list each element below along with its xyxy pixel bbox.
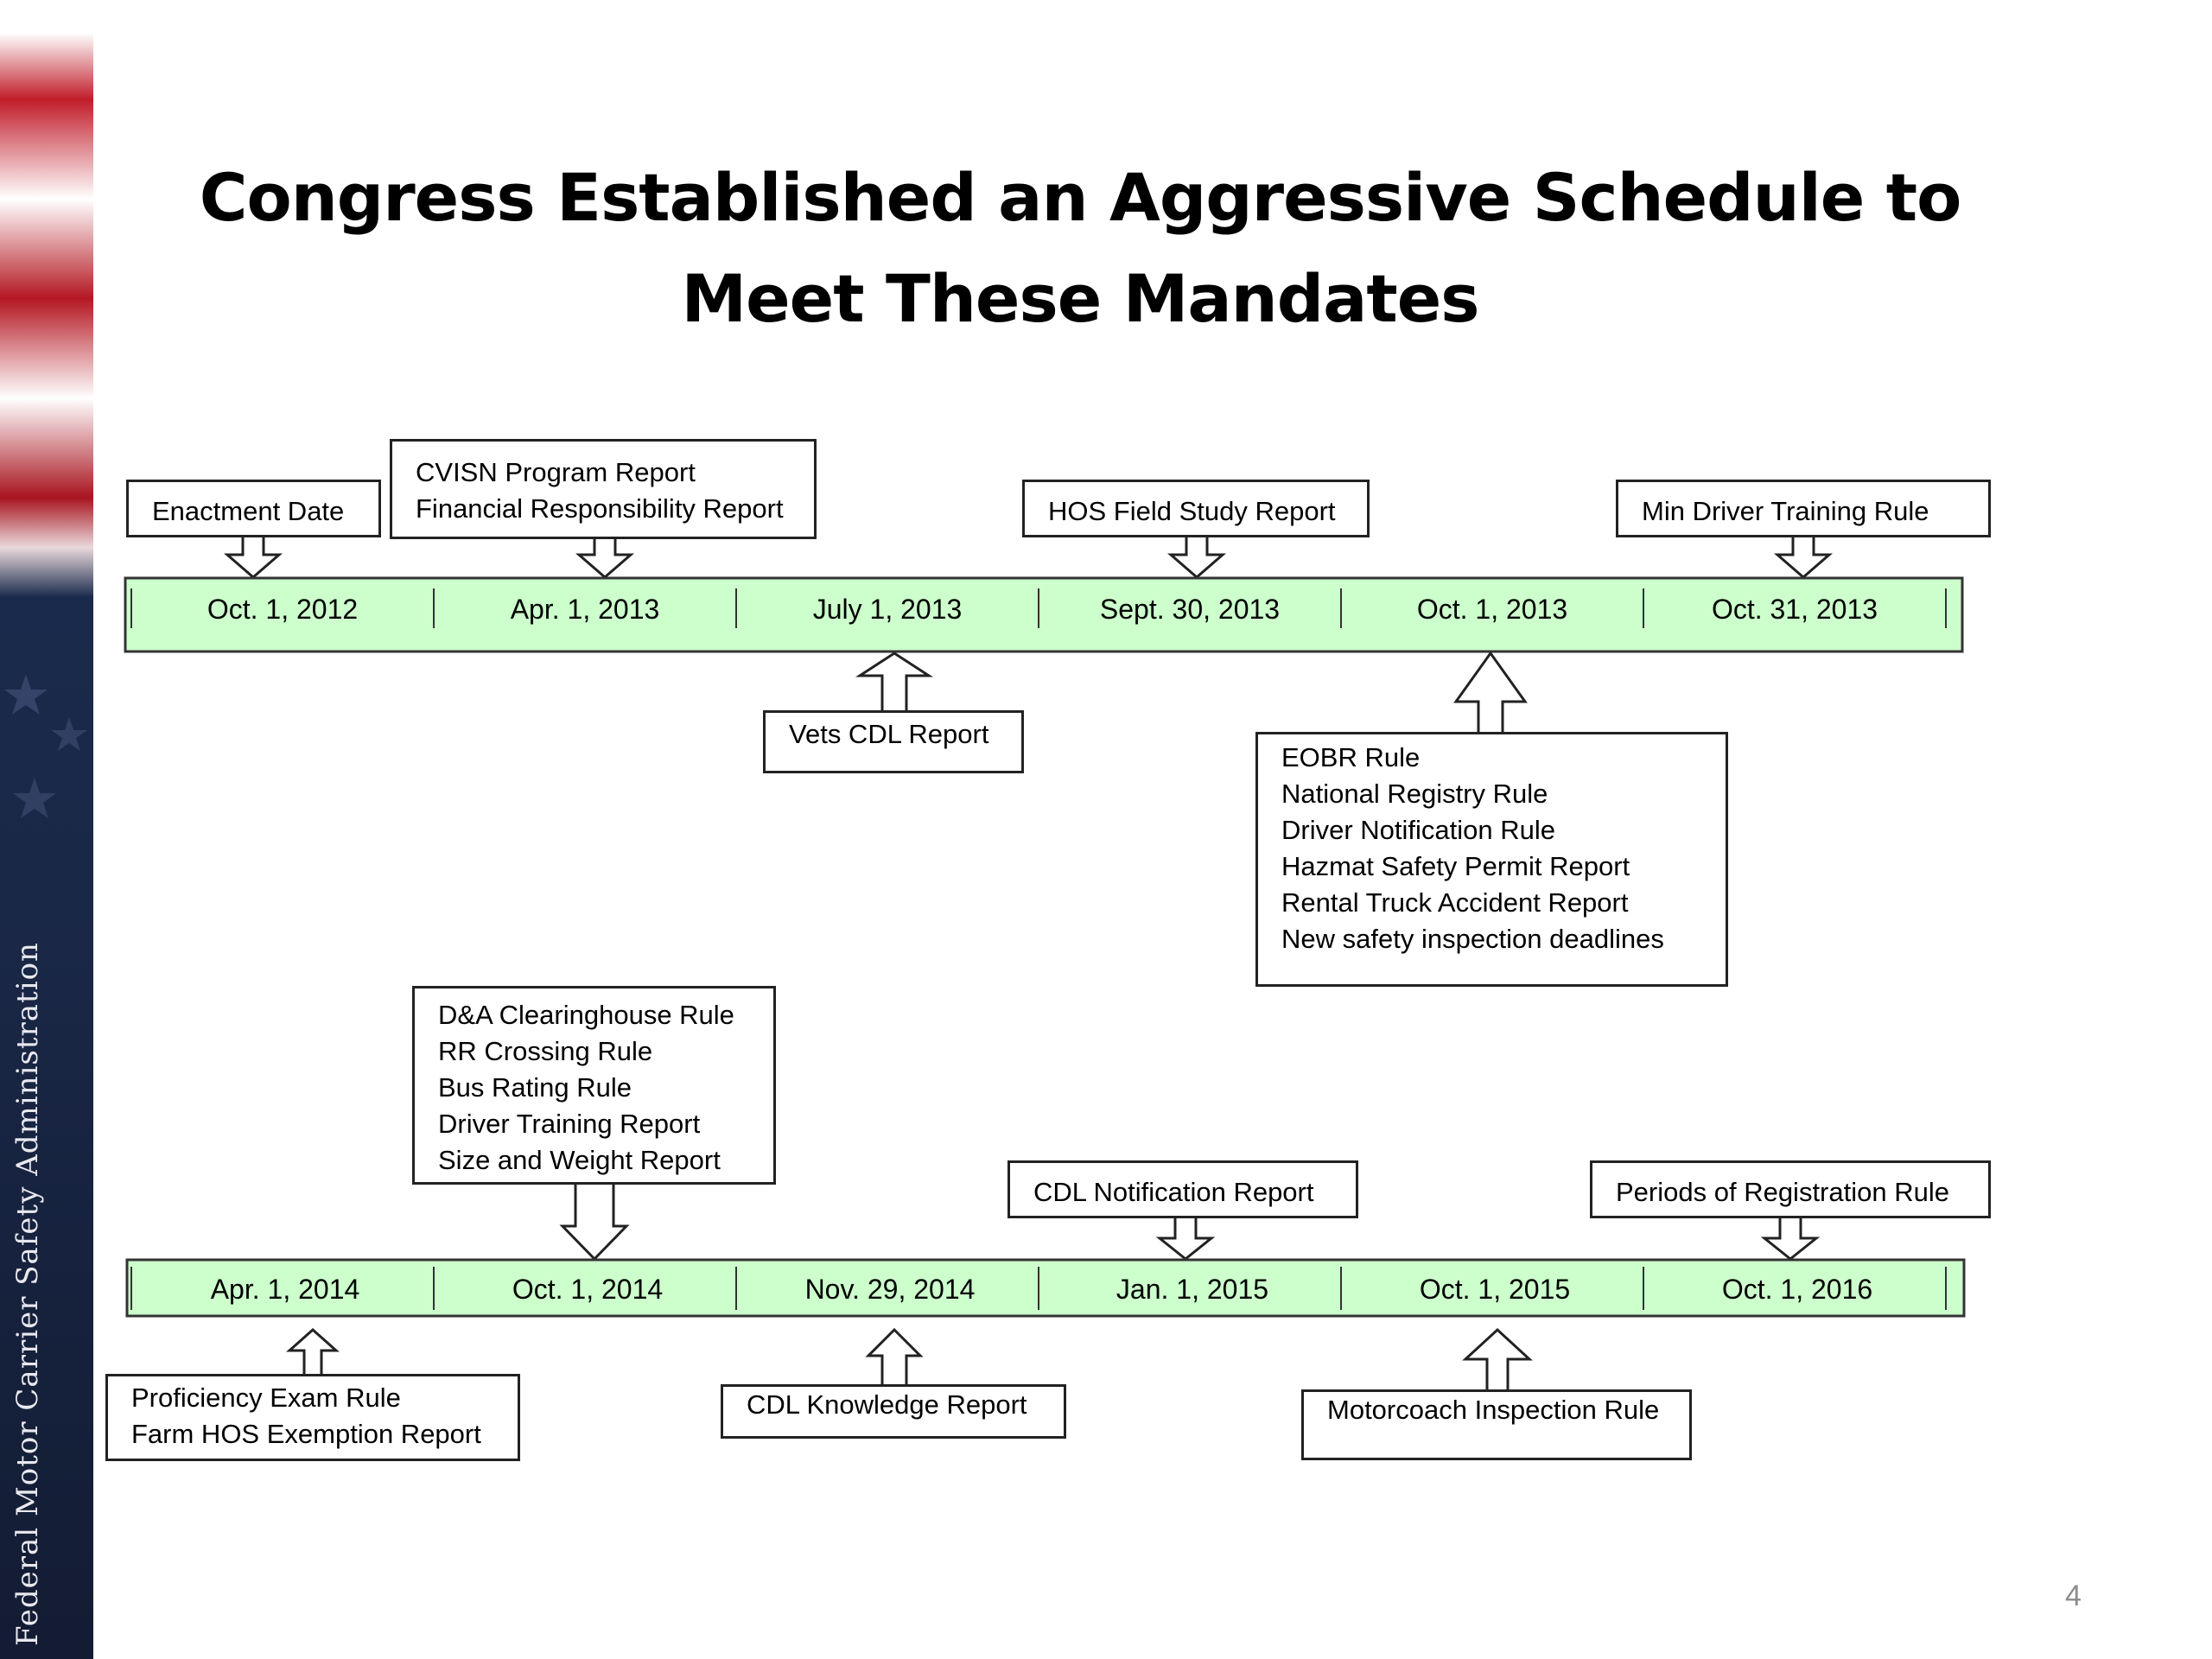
callout-item: Bus Rating Rule bbox=[438, 1072, 632, 1103]
callout-item: CDL Knowledge Report bbox=[747, 1389, 1027, 1420]
timeline-2-date-4: Jan. 1, 2015 bbox=[1116, 1274, 1269, 1305]
flag-stars-decoration bbox=[4, 674, 87, 818]
callout-item: New safety inspection deadlines bbox=[1281, 924, 1664, 954]
callout-item: HOS Field Study Report bbox=[1048, 496, 1336, 526]
timeline-1-date-6: Oct. 31, 2013 bbox=[1711, 594, 1878, 625]
callout-arrow bbox=[1155, 1215, 1216, 1261]
timeline-2-date-6: Oct. 1, 2016 bbox=[1721, 1274, 1873, 1305]
callout-min-driver-training: Min Driver Training Rule bbox=[1616, 480, 1991, 537]
callout-item: D&A Clearinghouse Rule bbox=[438, 1000, 734, 1030]
callout-item: CDL Notification Report bbox=[1033, 1177, 1314, 1207]
callout-periods-of-registration: Periods of Registration Rule bbox=[1590, 1160, 1991, 1218]
callout-apr-2013: CVISN Program Report Financial Responsib… bbox=[390, 439, 817, 539]
callout-item: Size and Weight Report bbox=[438, 1145, 721, 1175]
page-number: 4 bbox=[2065, 1580, 2082, 1612]
timeline-1-date-2: Apr. 1, 2013 bbox=[510, 594, 660, 625]
callout-arrow bbox=[1773, 534, 1834, 579]
callout-arrow bbox=[865, 1327, 924, 1388]
timeline-2-date-5: Oct. 1, 2015 bbox=[1419, 1274, 1571, 1305]
callout-arrow bbox=[1462, 1327, 1533, 1393]
callout-item: Enactment Date bbox=[152, 496, 345, 526]
callout-item: Driver Notification Rule bbox=[1281, 815, 1555, 845]
callout-item: Vets CDL Report bbox=[789, 719, 989, 749]
callout-item: Proficiency Exam Rule bbox=[131, 1382, 401, 1413]
timeline-1-date-1: Oct. 1, 2012 bbox=[207, 594, 359, 625]
callout-item: Rental Truck Accident Report bbox=[1281, 887, 1629, 918]
callout-item: EOBR Rule bbox=[1281, 742, 1421, 772]
callout-arrow bbox=[1760, 1215, 1821, 1261]
callout-item: Min Driver Training Rule bbox=[1642, 496, 1929, 526]
callout-arrow bbox=[286, 1327, 340, 1377]
callout-arrows bbox=[223, 534, 1834, 1393]
callout-item: Driver Training Report bbox=[438, 1109, 701, 1139]
callout-oct-2014: D&A Clearinghouse Rule RR Crossing Rule … bbox=[412, 986, 776, 1185]
fmcsa-side-banner: Federal Motor Carrier Safety Administrat… bbox=[0, 0, 93, 1659]
callout-item: National Registry Rule bbox=[1281, 779, 1548, 809]
callout-item: CVISN Program Report bbox=[416, 457, 696, 487]
callout-apr-2014: Proficiency Exam Rule Farm HOS Exemption… bbox=[105, 1374, 520, 1461]
callout-arrow bbox=[559, 1181, 630, 1262]
callout-item: Periods of Registration Rule bbox=[1616, 1177, 1949, 1207]
callout-motorcoach-inspection: Motorcoach Inspection Rule bbox=[1301, 1389, 1692, 1460]
timeline-1-date-3: July 1, 2013 bbox=[812, 594, 963, 625]
timeline-2-date-3: Nov. 29, 2014 bbox=[804, 1274, 976, 1305]
callout-cdl-notification: CDL Notification Report bbox=[1007, 1160, 1358, 1218]
callout-arrow bbox=[1453, 651, 1528, 735]
callout-item: Motorcoach Inspection Rule bbox=[1327, 1395, 1660, 1425]
callout-oct-2013: EOBR Rule National Registry Rule Driver … bbox=[1255, 732, 1728, 987]
callout-arrow bbox=[1166, 534, 1227, 579]
callout-enactment-date: Enactment Date bbox=[126, 480, 381, 537]
page-title: Congress Established an Aggressive Sched… bbox=[199, 159, 1962, 337]
timeline-bar-1 bbox=[124, 576, 1964, 653]
callout-vets-cdl: Vets CDL Report bbox=[763, 710, 1024, 773]
timeline-1-date-5: Oct. 1, 2013 bbox=[1416, 594, 1568, 625]
timeline-2-date-2: Oct. 1, 2014 bbox=[512, 1274, 664, 1305]
callout-arrow bbox=[855, 652, 934, 714]
callout-item: Hazmat Safety Permit Report bbox=[1281, 851, 1630, 881]
timeline-1-date-4: Sept. 30, 2013 bbox=[1099, 594, 1281, 625]
callout-hos-field-study: HOS Field Study Report bbox=[1022, 480, 1370, 537]
timeline-ticks bbox=[130, 588, 1947, 1310]
callout-arrow bbox=[223, 534, 283, 579]
callout-item: Financial Responsibility Report bbox=[416, 493, 784, 524]
callout-item: Farm HOS Exemption Report bbox=[131, 1419, 481, 1449]
callout-item: RR Crossing Rule bbox=[438, 1036, 653, 1066]
callout-cdl-knowledge: CDL Knowledge Report bbox=[721, 1384, 1066, 1439]
callout-arrow bbox=[575, 536, 635, 579]
timeline-2-date-1: Apr. 1, 2014 bbox=[210, 1274, 360, 1305]
